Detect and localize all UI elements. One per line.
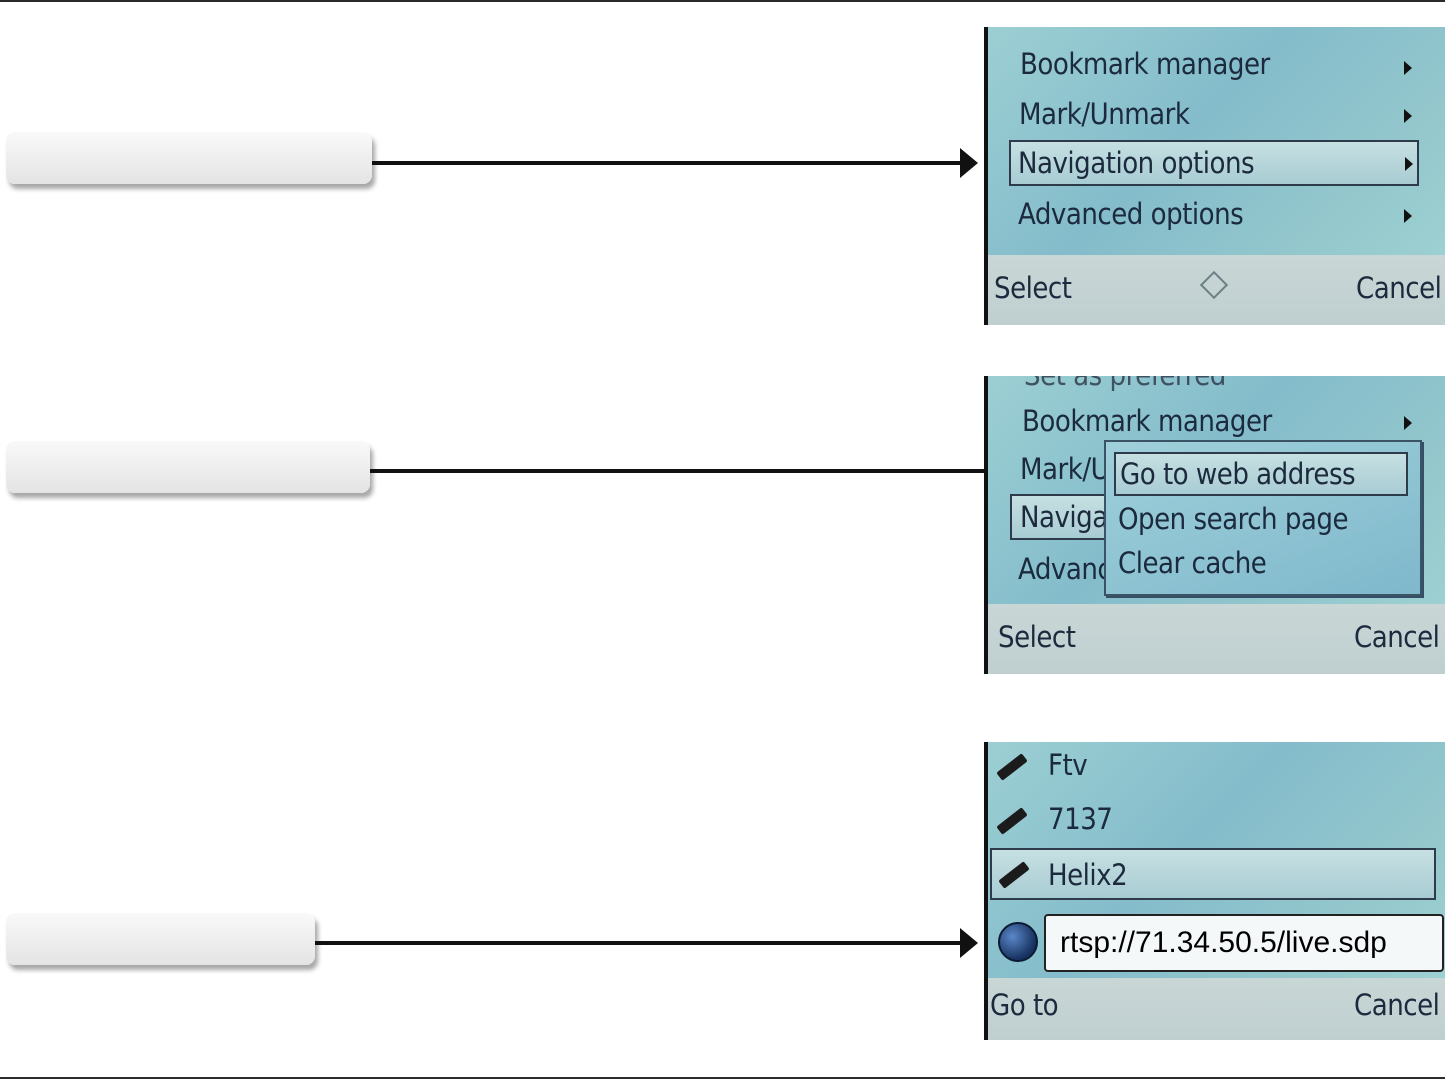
chevron-right-icon	[1405, 157, 1413, 171]
submenu-item-clear-cache[interactable]: Clear cache	[1118, 546, 1267, 580]
chevron-right-icon	[1404, 209, 1412, 223]
softkey-go-to[interactable]: Go to	[990, 988, 1059, 1022]
submenu-item-go-to-web-address: Go to web address	[1120, 457, 1356, 491]
phone-screen-navigation-submenu: Set as preferred Bookmark manager Mark/U…	[984, 376, 1445, 674]
connector-line-3	[315, 941, 962, 945]
menu-item-advanced-options[interactable]: Advanced options	[1018, 197, 1244, 231]
screen-background: Set as preferred Bookmark manager Mark/U…	[988, 376, 1445, 674]
menu-item-bookmark-manager[interactable]: Bookmark manager	[1022, 404, 1272, 438]
chevron-right-icon	[1404, 109, 1412, 123]
callout-box-3	[6, 913, 315, 965]
softkey-bar: Select Cancel	[988, 255, 1445, 325]
menu-item-bookmark-manager[interactable]: Bookmark manager	[1020, 47, 1270, 81]
menu-item-set-as-preferred-partial: Set as preferred	[1024, 376, 1226, 392]
globe-icon	[998, 922, 1038, 962]
scroll-indicator-icon	[1199, 270, 1229, 300]
bookmark-item-helix2-highlight[interactable]: Helix2	[990, 848, 1436, 900]
softkey-cancel[interactable]: Cancel	[1354, 988, 1440, 1022]
connector-line-1	[372, 161, 962, 165]
screen-background: Ftv 7137 Helix2 rtsp://71.34.50.5/live.s…	[988, 742, 1445, 1040]
callout-box-1	[6, 132, 372, 184]
arrowhead-1-icon	[960, 148, 978, 178]
phone-screen-address-entry: Ftv 7137 Helix2 rtsp://71.34.50.5/live.s…	[984, 742, 1445, 1040]
phone-screen-options-menu: Bookmark manager Mark/Unmark Navigation …	[984, 27, 1445, 325]
callout-box-2	[6, 441, 370, 493]
menu-item-mark-unmark[interactable]: Mark/Unmark	[1019, 97, 1190, 131]
bookmark-icon	[996, 807, 1028, 835]
softkey-cancel[interactable]: Cancel	[1354, 620, 1440, 654]
address-input-value: rtsp://71.34.50.5/live.sdp	[1060, 926, 1387, 959]
bookmark-item-7137[interactable]: 7137	[1048, 802, 1113, 836]
bottom-rule	[0, 1077, 1445, 1079]
softkey-select[interactable]: Select	[998, 620, 1076, 654]
screen-background: Bookmark manager Mark/Unmark Navigation …	[988, 27, 1445, 325]
chevron-right-icon	[1404, 416, 1412, 430]
connector-line-2	[370, 469, 1108, 473]
softkey-bar: Select Cancel	[988, 604, 1445, 674]
menu-item-navigation-options-highlight[interactable]: Navigation options	[1009, 140, 1419, 186]
navigation-submenu: Go to web address Open search page Clear…	[1104, 440, 1422, 596]
chevron-right-icon	[1404, 61, 1412, 75]
bookmark-item-helix2: Helix2	[1048, 858, 1128, 892]
arrowhead-3-icon	[960, 928, 978, 958]
address-input[interactable]: rtsp://71.34.50.5/live.sdp	[1044, 914, 1444, 972]
softkey-select[interactable]: Select	[994, 271, 1072, 305]
submenu-item-open-search-page[interactable]: Open search page	[1118, 502, 1349, 536]
bookmark-icon	[998, 861, 1030, 889]
bookmark-item-ftv[interactable]: Ftv	[1048, 748, 1088, 782]
top-rule	[0, 0, 1445, 2]
menu-item-navigation-options: Navigation options	[1018, 146, 1255, 180]
submenu-item-go-to-web-address-highlight[interactable]: Go to web address	[1114, 452, 1408, 496]
softkey-bar: Go to Cancel	[988, 978, 1445, 1040]
bookmark-icon	[996, 753, 1028, 781]
softkey-cancel[interactable]: Cancel	[1356, 271, 1442, 305]
